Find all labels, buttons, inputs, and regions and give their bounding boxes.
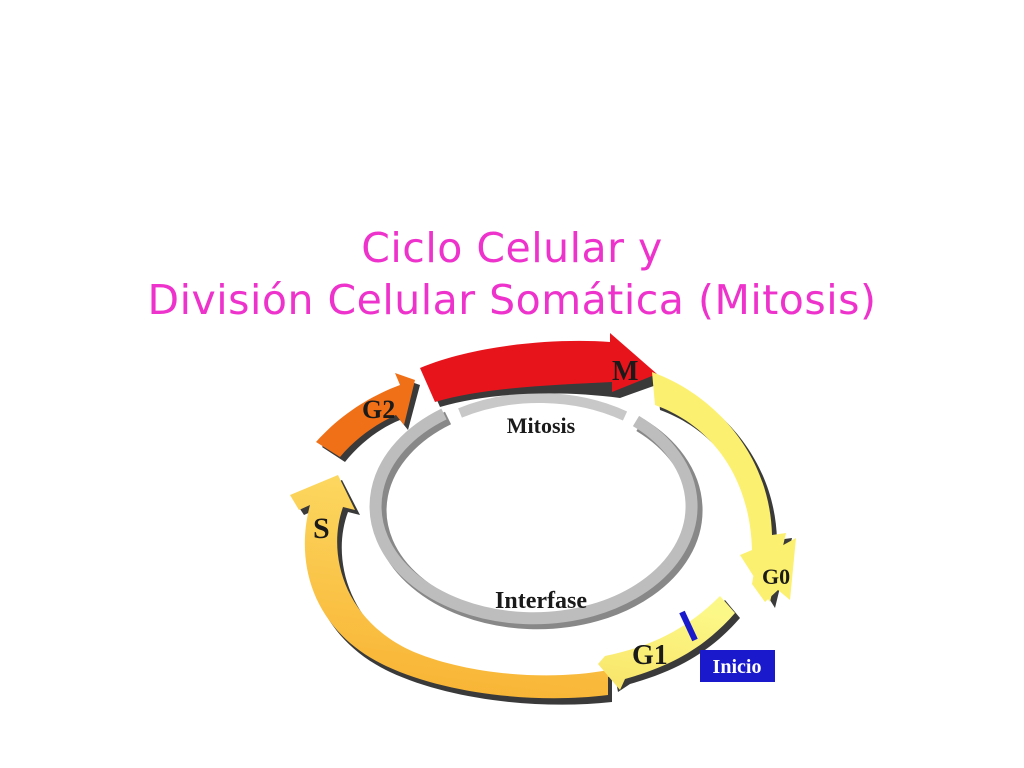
inner-ring <box>369 392 703 630</box>
phase-s-label: S <box>313 512 330 545</box>
checkpoint-bar <box>679 610 698 642</box>
phase-g0-label: G0 <box>762 564 790 589</box>
phase-m-label: M <box>612 356 638 387</box>
phase-g2-label: G2 <box>362 395 395 424</box>
checkpoint-label: Inicio <box>713 656 762 678</box>
phase-s-arrow <box>290 475 608 699</box>
phase-g0-arrow <box>752 538 796 602</box>
slide-title: Ciclo Celular y División Celular Somátic… <box>0 222 1024 326</box>
title-line-2: División Celular Somática (Mitosis) <box>147 276 877 324</box>
phase-g1-label: G1 <box>632 640 668 671</box>
phase-g1-upper-arc <box>652 372 786 602</box>
checkpoint-label-box <box>700 650 775 682</box>
phase-m-arrow <box>420 333 657 402</box>
center-label-mitosis: Mitosis <box>507 413 576 438</box>
inner-ring-top-arc <box>458 392 628 421</box>
phase-g1-arrow <box>598 596 735 690</box>
inner-ring-arc <box>369 408 698 625</box>
title-line-1: Ciclo Celular y <box>361 224 663 272</box>
center-label-interfase: Interfase <box>495 588 587 614</box>
phase-g2-arrow <box>316 373 415 457</box>
